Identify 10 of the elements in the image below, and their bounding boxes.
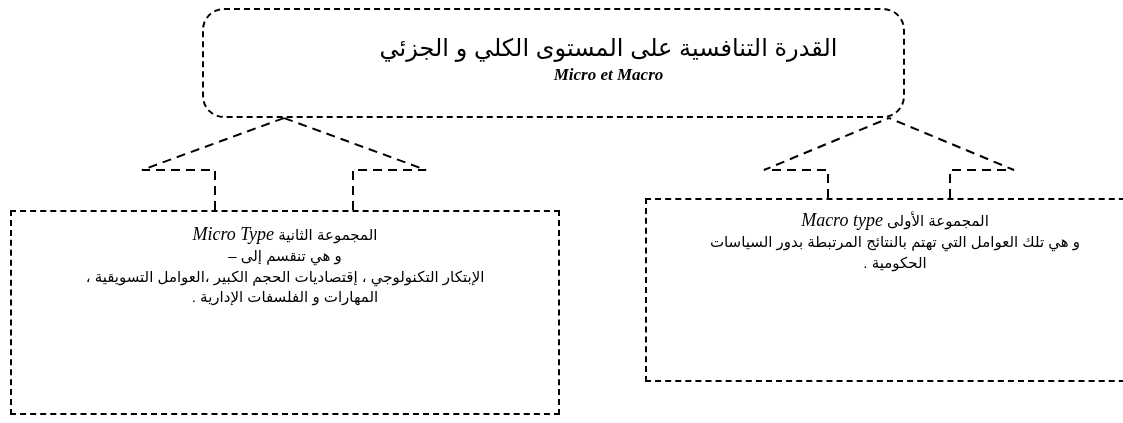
block-arrow bbox=[763, 117, 1015, 199]
subtitle: Micro et Macro bbox=[552, 64, 665, 87]
description-text: و هي تلك العوامل التي تهتم بالنتائج المرتبطة بدور السياسات الحكومية . bbox=[708, 232, 1082, 273]
group-box bbox=[10, 210, 560, 415]
block-arrow bbox=[141, 117, 427, 211]
description-text: الإبتكار التكنولوجي ، إقتصاديات الحجم الكبير ،العوامل التسويقية ، المهارات و الفلسفات الإدارية . bbox=[84, 266, 486, 308]
title-box bbox=[202, 8, 905, 118]
description-text: و هي تنقسم إلى – bbox=[228, 246, 342, 267]
group-box bbox=[645, 198, 1123, 382]
title: القدرة التنافسية على المستوى الكلي و الجزئي bbox=[378, 33, 839, 64]
